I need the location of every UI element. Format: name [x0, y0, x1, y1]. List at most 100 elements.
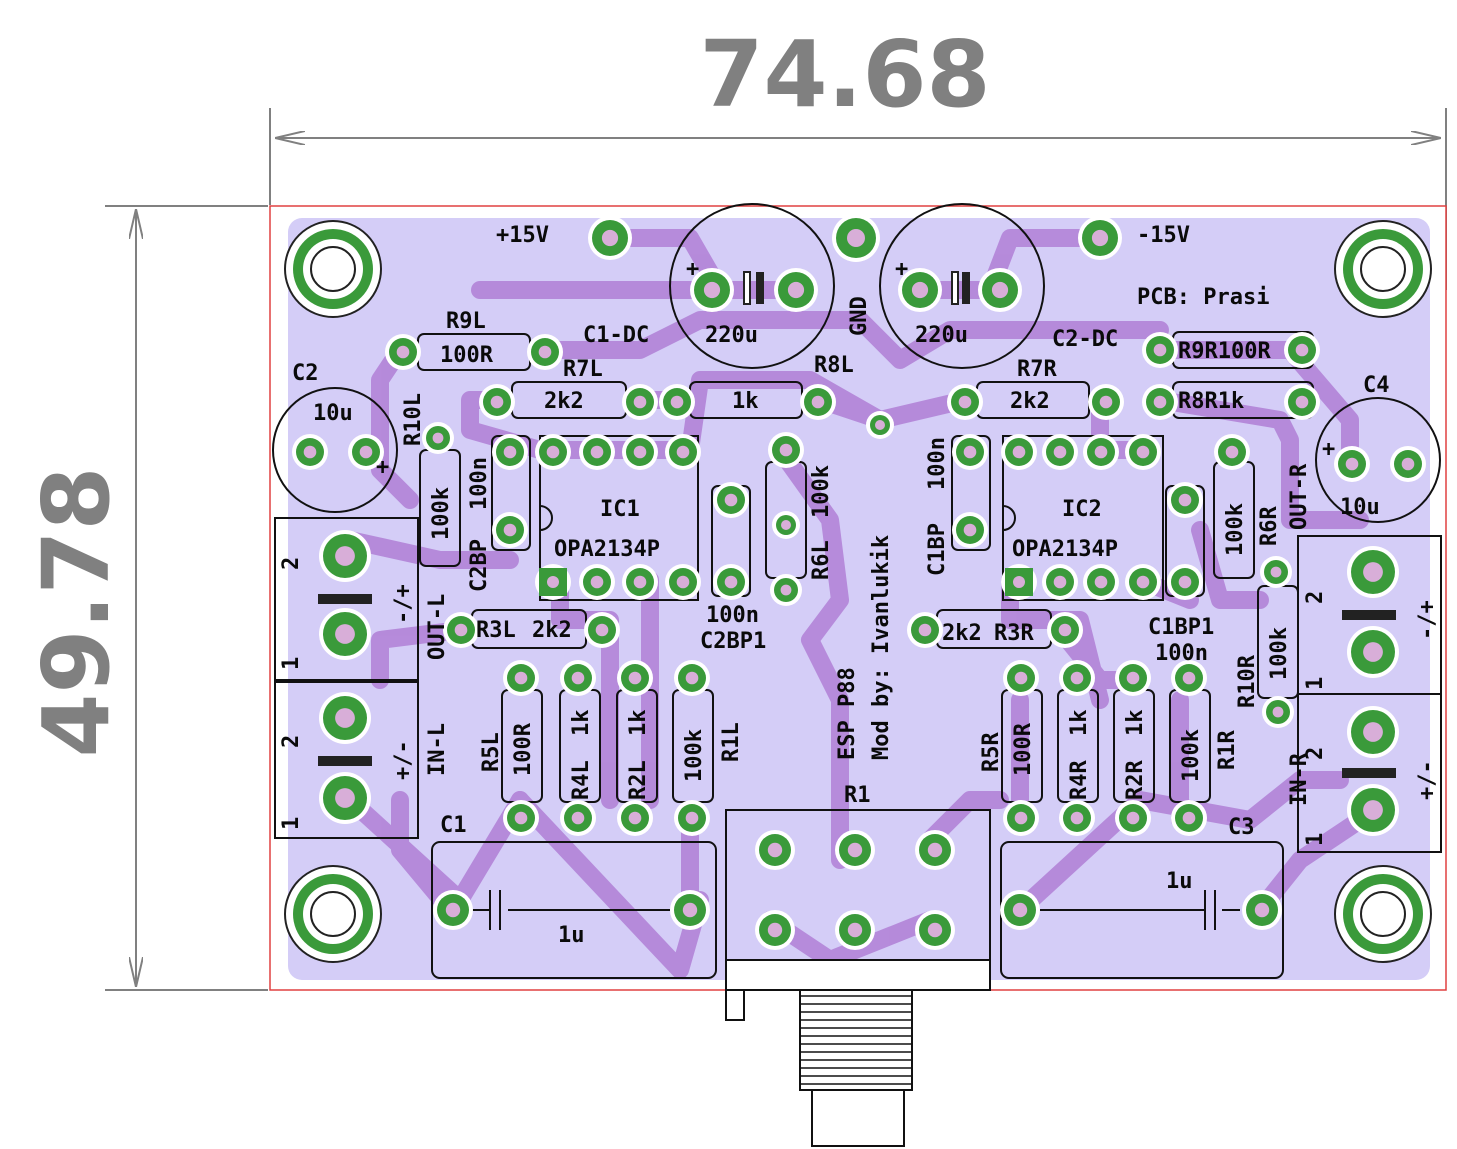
label-r10l: R10L: [401, 393, 426, 446]
label-r5l: R5L: [479, 732, 504, 772]
height-value: 49.78: [23, 466, 130, 757]
label-c2bp1: C2BP1: [700, 629, 766, 654]
pad-drill-hole: [601, 229, 619, 247]
label-r7l-val: 2k2: [544, 389, 584, 414]
mount-hole-tl: [284, 220, 382, 318]
label-r7l: R7L: [563, 357, 603, 382]
pad-drill-hole: [335, 788, 355, 808]
c1dc-outline: [669, 203, 835, 369]
pot-shaft-threads: [800, 995, 912, 1085]
pad-drill-hole: [676, 445, 690, 459]
label-c4-val: 10u: [1340, 495, 1380, 520]
label-c1dc-plus: +: [686, 257, 699, 282]
label-c4: C4: [1363, 373, 1390, 398]
pad-drill-hole: [963, 445, 977, 459]
label-c1bp1-val: 100n: [1155, 641, 1208, 666]
label-r4l: R4L: [569, 760, 594, 800]
pad-drill-hole: [958, 395, 972, 409]
label-l-bot-pin1: 1: [279, 817, 304, 830]
pad-drill-hole: [445, 902, 461, 918]
pad-drill-hole: [847, 842, 863, 858]
label-c1bp: C1BP: [925, 523, 950, 576]
label-r6r: R6R: [1257, 506, 1282, 546]
pad-drill-hole: [1363, 642, 1383, 662]
label-r5r-val: 100R: [1011, 722, 1036, 776]
c2dc-outline: [879, 203, 1045, 369]
pad-drill-hole: [595, 623, 609, 637]
pad-drill-hole: [1013, 576, 1025, 588]
pad-drill-hole: [1153, 343, 1167, 357]
pad-drill-hole: [1401, 457, 1415, 471]
pad-drill-hole: [1178, 575, 1192, 589]
pad-drill-hole: [335, 708, 355, 728]
pad-drill-hole: [1053, 445, 1067, 459]
label-r-bot-pin2: 2: [1303, 747, 1328, 760]
pad-drill-hole: [724, 493, 738, 507]
label-c4-plus: +: [1322, 437, 1335, 462]
pad-drill-hole: [335, 546, 355, 566]
pad-drill-hole: [811, 395, 825, 409]
mount-hole-bl: [284, 865, 382, 963]
pad-drill-hole: [546, 445, 560, 459]
pad-drill-hole: [547, 576, 559, 588]
label-r10l-val: 100k: [429, 487, 454, 540]
pad-drill-hole: [781, 520, 791, 530]
label-l-bot-pin2: 2: [279, 735, 304, 748]
pad-drill-hole: [682, 902, 698, 918]
height-dimension: 49.78: [23, 205, 268, 991]
label-l-top-pin2: 2: [279, 557, 304, 570]
label-r2r: R2R: [1123, 760, 1148, 800]
pad-drill-hole: [787, 281, 805, 299]
terminal-l-top-outline: [274, 517, 419, 683]
label-c2dc-val: 220u: [915, 323, 968, 348]
pad-drill-hole: [1363, 722, 1383, 742]
label-in-l: IN-L: [425, 723, 450, 776]
pad-drill-hole: [1094, 445, 1108, 459]
pad-drill-hole: [703, 281, 721, 299]
pad-drill-hole: [1014, 811, 1028, 825]
label-r9l-val: 100R: [440, 343, 494, 368]
pad-drill-hole: [590, 575, 604, 589]
label-r2r-val: 1k: [1123, 710, 1148, 737]
label-r3l: R3L: [476, 618, 516, 643]
label-c1dc-val: 220u: [705, 323, 758, 348]
pad-drill-hole: [514, 811, 528, 825]
pot-knob: [811, 1089, 905, 1147]
label-r-bot-pin1: 1: [1303, 833, 1328, 846]
pad-drill-hole: [1178, 493, 1192, 507]
label-r3r: R3R: [994, 621, 1034, 646]
pad-drill-hole: [1058, 623, 1072, 637]
label-c2-val: 10u: [313, 401, 353, 426]
pad-drill-hole: [927, 842, 943, 858]
label-c1: C1: [440, 813, 467, 838]
label-ic2: IC2: [1062, 497, 1102, 522]
pad-drill-hole: [963, 523, 977, 537]
label-c1dc: C1-DC: [583, 323, 649, 348]
pad-drill-hole: [670, 395, 684, 409]
pad-drill-hole: [1136, 575, 1150, 589]
pad-drill-hole: [991, 281, 1009, 299]
pad-drill-hole: [1012, 445, 1026, 459]
label-r8l-val: 1k: [732, 389, 759, 414]
label-r3l-val: 2k2: [532, 618, 572, 643]
pad-drill-hole: [1136, 445, 1150, 459]
pad-drill-hole: [1363, 562, 1383, 582]
pad-drill-hole: [685, 671, 699, 685]
pad-drill-hole: [875, 420, 885, 430]
label-r6l: R6L: [809, 540, 834, 580]
label-neg15v: -15V: [1137, 223, 1190, 248]
label-r10r-val: 100k: [1267, 627, 1292, 680]
c2-outline: [272, 387, 398, 513]
label-r8r: R8R1k: [1178, 389, 1244, 414]
pad-drill-hole: [633, 445, 647, 459]
label-esp: ESP P88: [835, 667, 860, 760]
width-dimension: 74.68: [269, 21, 1447, 290]
pad-drill-hole: [767, 922, 783, 938]
pad-drill-hole: [454, 623, 468, 637]
width-value: 74.68: [699, 21, 990, 128]
label-pos15v: +15V: [496, 223, 549, 248]
label-c2bp: C2BP: [467, 539, 492, 592]
pads: [292, 214, 1426, 950]
label-c2: C2: [292, 361, 319, 386]
pad-drill-hole: [676, 575, 690, 589]
